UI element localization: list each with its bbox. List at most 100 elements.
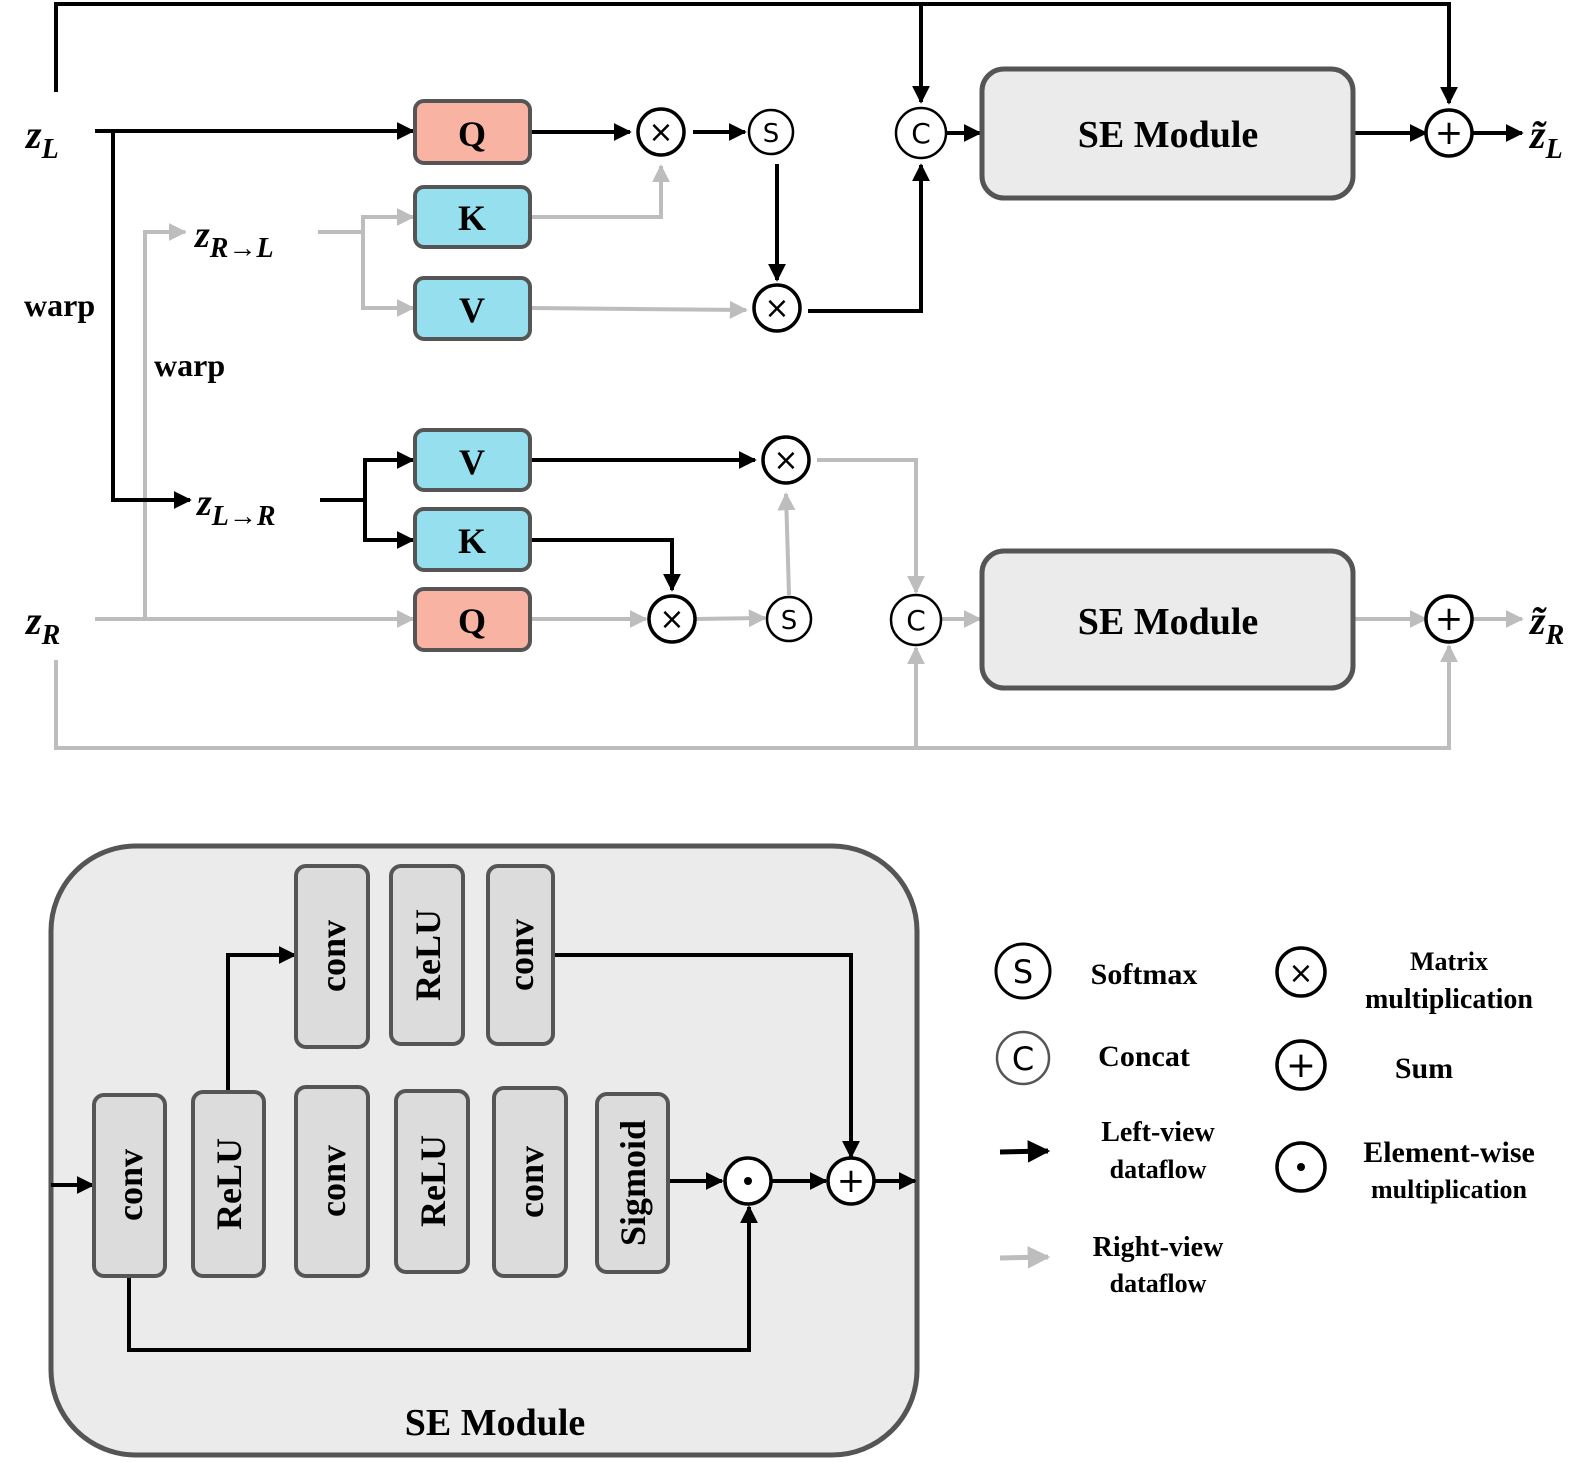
se-blocks-top: SE Module SE Module xyxy=(979,66,1356,691)
z-l-to-r-label: zL→R xyxy=(195,482,276,532)
concat-op-bottom xyxy=(889,593,943,647)
matmul-op-bottom-2 xyxy=(647,594,697,644)
flow-zrl-to-v xyxy=(361,232,415,317)
key-block-bottom xyxy=(413,507,532,572)
branch-conv-label-2: conv xyxy=(501,919,541,991)
flow-k-top-to-matmul xyxy=(530,164,670,219)
query-block-top xyxy=(413,99,532,165)
z-right-output-label: z̃R xyxy=(1528,598,1564,651)
z-r-to-l-label: zR→L xyxy=(193,214,274,264)
se-module-detail-title: SE Module xyxy=(405,1402,586,1444)
legend-elementwise-dot xyxy=(1297,1163,1305,1171)
matmul-symbol-bottom-1: × xyxy=(773,443,798,478)
se-module-detail-container xyxy=(48,843,920,1458)
legend-matmul-line2: multiplication xyxy=(1365,984,1533,1015)
sum-op-se xyxy=(826,1156,876,1206)
sum-symbol-bottom: + xyxy=(1435,599,1464,639)
right-view-flows xyxy=(54,164,1524,750)
value-block-top xyxy=(413,276,532,341)
query-label-top: Q xyxy=(458,114,486,154)
z-left-label: zL xyxy=(24,112,59,165)
legend-left-view-line2: dataflow xyxy=(1110,1155,1207,1184)
softmax-symbol-top: S xyxy=(763,119,780,149)
softmax-op-top xyxy=(747,108,795,156)
main-relu-label-2: ReLU xyxy=(413,1135,453,1227)
warp-label-left: warp xyxy=(24,287,95,323)
variable-labels: zL zR zR→L zL→R z̃L z̃R warp warp xyxy=(24,112,1564,651)
elementwise-dot-se xyxy=(744,1177,752,1185)
flow-softmax-to-matmul xyxy=(777,492,796,596)
se-flow-branch-up xyxy=(226,946,297,1092)
main-conv-block-1 xyxy=(92,1093,167,1278)
flow-bottom-skip xyxy=(54,644,1458,750)
matmul-op-bottom-1 xyxy=(761,435,811,485)
se-flow-branch-down xyxy=(553,953,860,1159)
main-conv-label-2: conv xyxy=(313,1145,353,1217)
sum-op-top xyxy=(1424,108,1474,158)
main-relu-label-1: ReLU xyxy=(209,1138,249,1230)
legend-matmul-line1: Matrix xyxy=(1410,947,1488,976)
legend-left-view-line1: Left-view xyxy=(1101,1117,1215,1148)
softmax-symbol-bottom: S xyxy=(781,606,798,636)
main-conv-label-1: conv xyxy=(110,1149,150,1221)
legend-matmul-symbol: × xyxy=(1288,956,1313,991)
se-flow-skip xyxy=(127,1205,758,1352)
warp-label-right: warp xyxy=(154,347,225,383)
main-conv-block-3 xyxy=(492,1086,568,1278)
legend-right-view-line2: dataflow xyxy=(1110,1269,1207,1298)
legend-elementwise-line1: Element-wise xyxy=(1363,1136,1535,1169)
main-sigmoid-block xyxy=(595,1092,670,1274)
matmul-symbol-top-2: × xyxy=(764,291,789,326)
legend-right-view-arrow xyxy=(999,1246,1051,1269)
key-label-bottom: K xyxy=(458,521,486,561)
legend-softmax-icon xyxy=(994,942,1052,1000)
flow-zlr-to-k xyxy=(363,500,415,549)
branch-conv-block-1 xyxy=(294,864,370,1049)
se-module-label-bottom: SE Module xyxy=(1078,601,1259,643)
flow-k-bottom-to-matmul xyxy=(530,538,681,592)
legend-matmul-icon xyxy=(1275,946,1327,998)
legend-sum-label: Sum xyxy=(1395,1052,1453,1085)
se-module-block-top xyxy=(979,66,1356,201)
se-module-label-top: SE Module xyxy=(1078,114,1259,156)
sum-op-bottom xyxy=(1424,594,1474,644)
flow-zlr-to-v xyxy=(320,451,415,502)
value-label-top: V xyxy=(459,290,485,330)
key-label-top: K xyxy=(458,198,486,238)
legend-softmax-label: Softmax xyxy=(1091,958,1198,991)
legend-concat-icon xyxy=(995,1030,1051,1086)
left-view-flows xyxy=(54,2,1524,592)
main-relu-block-1 xyxy=(191,1090,266,1278)
operators-top xyxy=(636,106,1474,647)
flow-top-skip xyxy=(54,2,1458,105)
legend-sum-icon xyxy=(1275,1039,1327,1091)
qkv-blocks-bottom: V K Q xyxy=(413,428,532,652)
sum-symbol-se: + xyxy=(837,1161,866,1201)
legend-softmax-symbol: S xyxy=(1013,953,1033,991)
sum-symbol-top: + xyxy=(1435,113,1464,153)
flow-zrl-to-k xyxy=(318,208,415,234)
flow-v-top-to-matmul xyxy=(529,300,748,319)
value-block-bottom xyxy=(413,428,532,492)
legend: S Softmax C Concat Left-view dataflow Ri… xyxy=(994,942,1535,1298)
concat-op-top xyxy=(894,106,948,160)
key-block-top xyxy=(413,185,532,249)
legend-concat-symbol: C xyxy=(1012,1040,1034,1078)
legend-left-view-arrow xyxy=(999,1140,1051,1163)
branch-relu-block xyxy=(389,864,465,1046)
flow-matmul-top-to-concat xyxy=(808,163,930,313)
legend-elementwise-line2: multiplication xyxy=(1371,1175,1528,1204)
operator-symbols-top: × S × C + × × S C + xyxy=(648,113,1463,639)
z-right-label: zR xyxy=(24,598,60,651)
query-label-bottom: Q xyxy=(458,601,486,641)
matmul-symbol-top-1: × xyxy=(648,115,673,150)
se-module-block-bottom xyxy=(979,548,1356,691)
matmul-symbol-bottom-2: × xyxy=(659,602,684,637)
softmax-op-bottom xyxy=(765,595,813,643)
concat-symbol-top: C xyxy=(911,117,931,150)
z-left-output-label: z̃L xyxy=(1528,112,1563,165)
main-conv-block-2 xyxy=(294,1085,370,1278)
main-conv-label-3: conv xyxy=(511,1146,551,1218)
se-module-detail: SE Module conv ReLU conv conv ReLU conv … xyxy=(48,843,920,1458)
